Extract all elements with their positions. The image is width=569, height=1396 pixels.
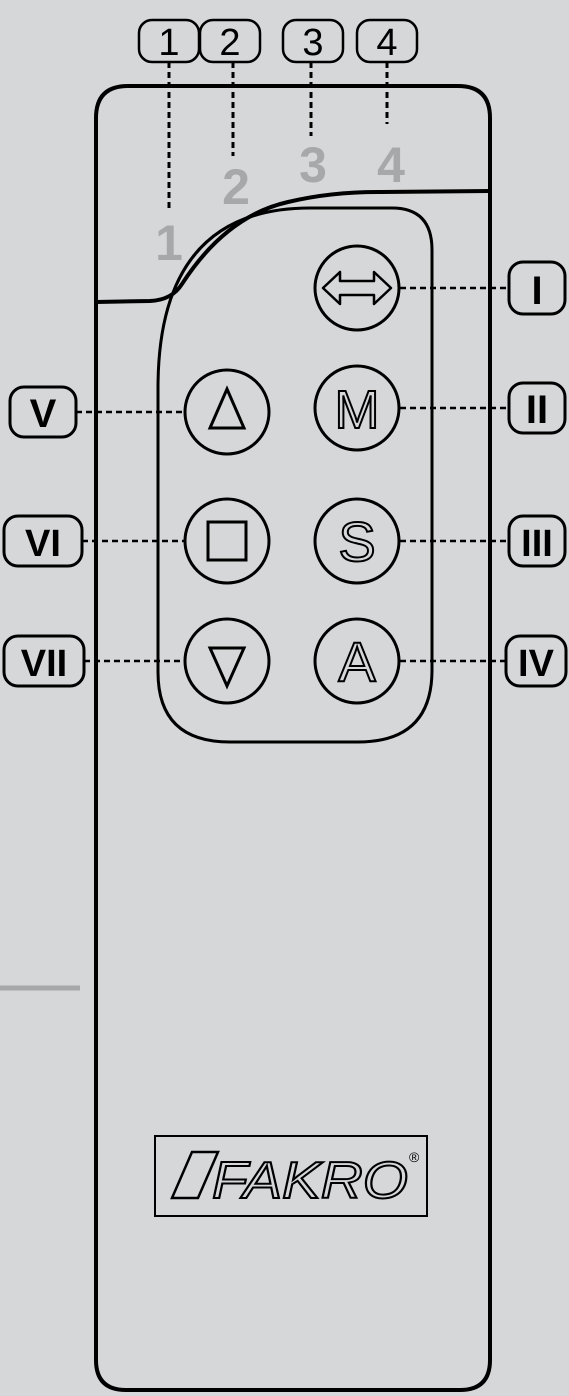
- callout-v: V: [30, 392, 57, 436]
- callout-ii: II: [526, 388, 548, 432]
- channel-callout-3: 3: [302, 22, 323, 64]
- logo-frame: [154, 1135, 428, 1217]
- logo-slash-mark: [170, 1150, 220, 1200]
- menu-button[interactable]: [313, 364, 401, 452]
- channel-indicator-3: 3: [299, 137, 327, 193]
- channel-callout-1: 1: [158, 22, 179, 64]
- set-button[interactable]: [313, 497, 401, 585]
- double-arrow-button[interactable]: [313, 244, 401, 332]
- right-callout-boxes: [504, 260, 568, 688]
- channel-callout-2: 2: [219, 22, 240, 64]
- auto-button[interactable]: [313, 617, 401, 705]
- callout-vii: VII: [21, 643, 67, 685]
- letter-s-icon: S: [338, 510, 375, 573]
- left-callout-boxes: [2, 385, 86, 688]
- channel-leader-lines: [167, 62, 389, 212]
- channel-indicator-1: 1: [155, 215, 183, 271]
- callout-iv: IV: [518, 643, 555, 685]
- button-leader-lines: [76, 286, 512, 663]
- double-arrow-icon: [321, 270, 393, 306]
- button-panel-outline: [156, 206, 434, 744]
- top-panel-divider: [95, 189, 491, 304]
- channel-indicator-4: 4: [377, 137, 405, 193]
- letter-a-icon: A: [338, 630, 376, 693]
- stop-button[interactable]: [183, 497, 271, 585]
- stop-square-icon: [206, 520, 248, 562]
- up-triangle-icon: [207, 385, 247, 430]
- letter-m-icon: M: [335, 380, 380, 440]
- up-button[interactable]: [183, 368, 271, 456]
- callout-vi: VI: [25, 523, 61, 565]
- channel-callout-4: 4: [376, 22, 397, 64]
- callout-i: I: [531, 269, 542, 313]
- logo-registered-mark: ®: [409, 1149, 420, 1165]
- down-triangle-icon: [207, 646, 247, 690]
- channel-indicator-2: 2: [222, 159, 250, 215]
- callout-iii: III: [521, 523, 553, 565]
- channel-callouts: [137, 18, 419, 64]
- logo-text: FAKRO: [212, 1152, 408, 1210]
- down-button[interactable]: [183, 617, 271, 705]
